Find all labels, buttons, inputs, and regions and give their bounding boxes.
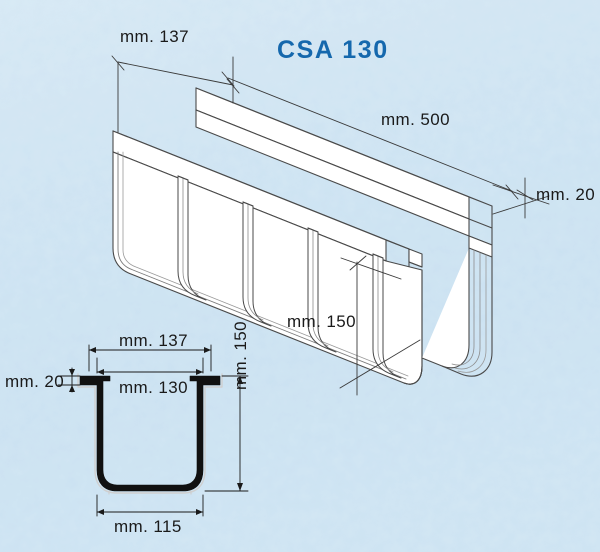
iso-length-label: mm. 500 xyxy=(381,110,450,129)
section-base-width-label: mm. 115 xyxy=(114,517,182,536)
section-inner-width-label: mm. 130 xyxy=(119,378,188,397)
section-flange-height-label: mm. 20 xyxy=(5,372,65,391)
iso-flange-label: mm. 20 xyxy=(536,185,596,204)
iso-body xyxy=(112,87,493,385)
product-title: CSA 130 xyxy=(277,36,389,64)
section-dimension-lines xyxy=(57,344,249,517)
section-depth-label: mm. 150 xyxy=(231,321,250,390)
iso-dimension-lines xyxy=(111,55,550,396)
iso-depth-label: mm. 150 xyxy=(287,312,356,331)
section-outer-width-label: mm. 137 xyxy=(119,331,188,350)
section-profile xyxy=(77,373,223,495)
iso-width-label: mm. 137 xyxy=(120,27,189,46)
